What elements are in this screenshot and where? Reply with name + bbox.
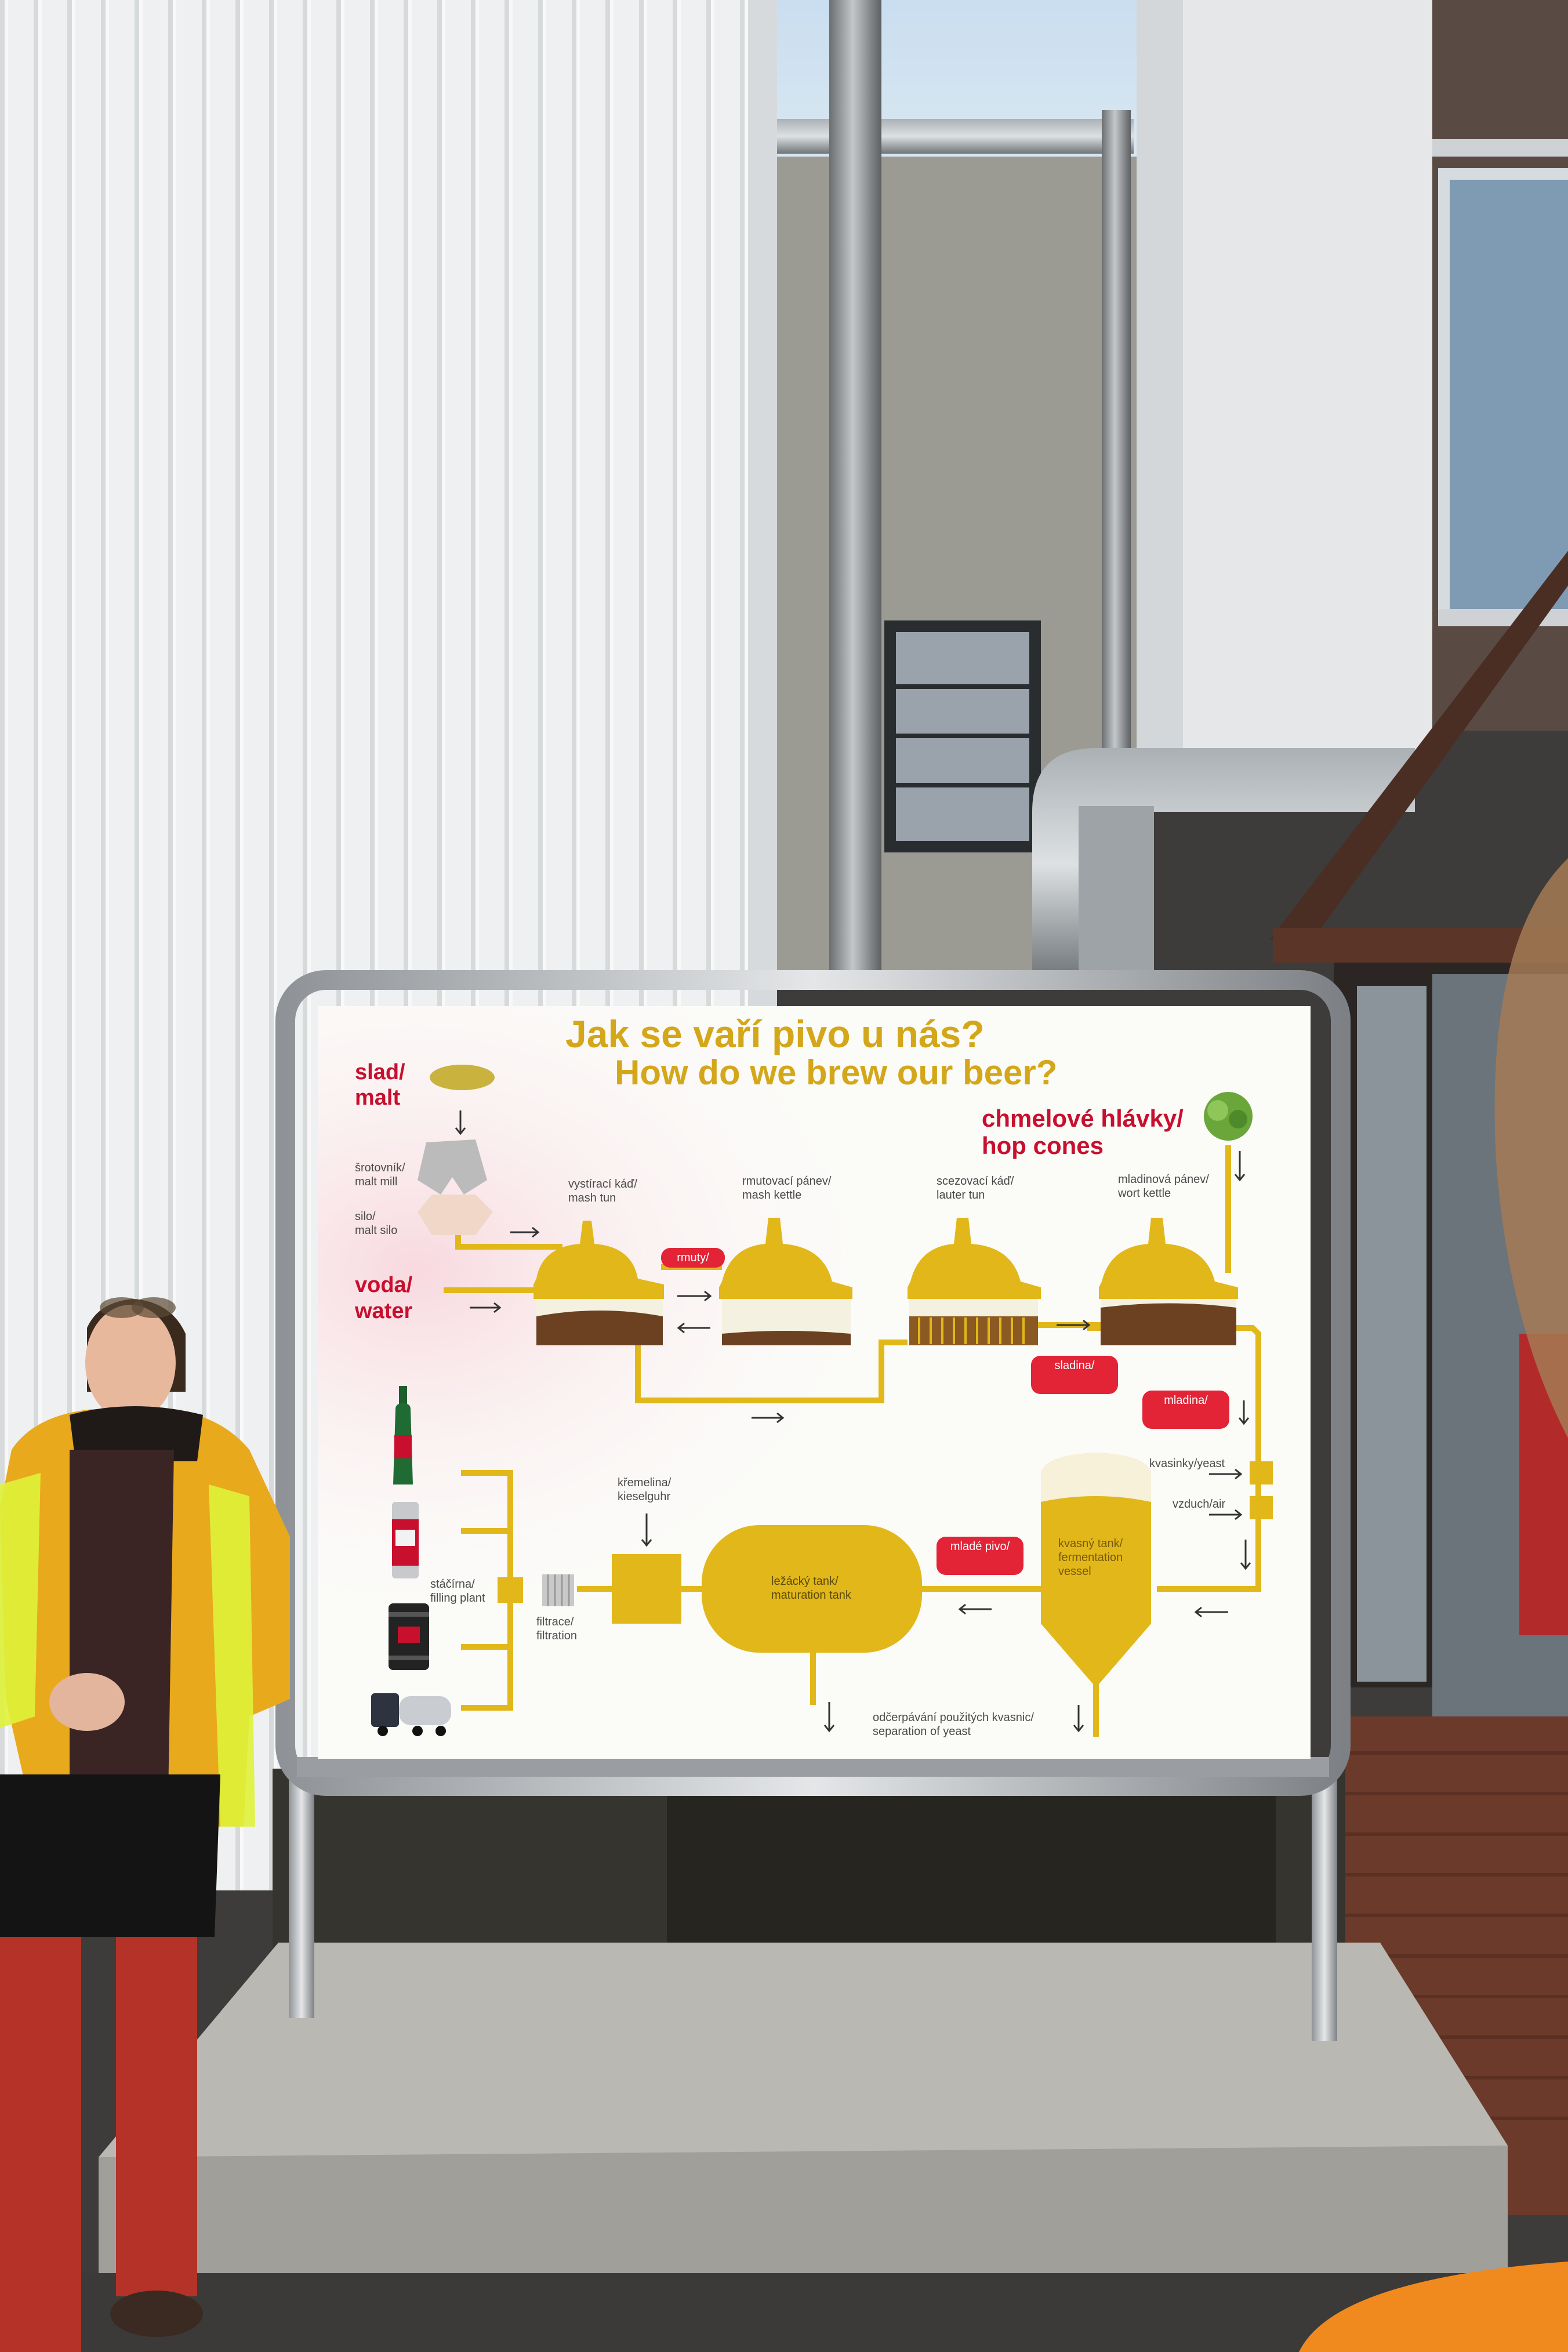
wort-kettle-label: mladinová pánev/wort kettle [1118,1173,1209,1200]
air-label: vzduch/air [1173,1498,1226,1511]
fermentation-vessel [1041,1453,1151,1687]
filling-plant-label: stáčírna/filling plant [430,1578,485,1605]
sign-title-cz: Jak se vaří pivo u nás? [565,1012,985,1055]
malt-mill-label: šrotovník/malt mill [355,1162,405,1188]
malt-label-cz: slad/ [355,1060,405,1084]
hopped-wort-pill: mladina/ [1142,1391,1229,1429]
hops-label-en: hop cones [982,1132,1104,1159]
tour-guide-person [0,1297,290,2352]
truck-icon [371,1693,451,1736]
wort-kettle-vessel [1099,1218,1238,1345]
filtration-label: filtrace/filtration [536,1616,578,1642]
mash-kettle-label: rmutovací pánev/mash kettle [742,1175,832,1202]
mash-kettle-vessel [719,1218,852,1345]
water-label-en: water [355,1299,413,1323]
mash-tun-label: vystírací káď/mash tun [568,1178,637,1204]
hair-foreground [1494,858,1568,1438]
beer-bottle-icon [393,1386,413,1484]
yeast-separation-label: odčerpávání použitých kvasnic/separation… [873,1711,1034,1738]
sweet-wort-pill: sladina/ [1031,1356,1118,1394]
sign-title-en: How do we brew our beer? [615,1053,1058,1092]
orange-person-corner [1299,2262,1568,2352]
mash-tun-vessel [533,1221,664,1345]
hops-label-cz: chmelové hlávky/ [982,1105,1184,1132]
beer-can-icon [392,1502,419,1578]
young-beer-pill: mladé pivo/ [937,1537,1023,1575]
lauter-tun-vessel [908,1218,1041,1345]
hop-cone-icon [1204,1092,1253,1141]
lauter-tun-label: scezovací káď/lauter tun [937,1175,1014,1202]
malt-silo-label: silo/malt silo [355,1210,398,1237]
maturation-tank [702,1525,922,1653]
keg-icon [389,1603,429,1670]
malt-label-en: malt [355,1086,401,1110]
mash-pill: rmuty/ [661,1248,725,1268]
yeast-label: kvasinky/yeast [1149,1457,1225,1470]
kieselguhr-label: křemelina/kieselguhr [618,1476,672,1503]
malt-grain-icon [430,1065,495,1090]
water-label-cz: voda/ [355,1273,413,1297]
maturation-label: ležácký tank/maturation tank [771,1575,851,1602]
